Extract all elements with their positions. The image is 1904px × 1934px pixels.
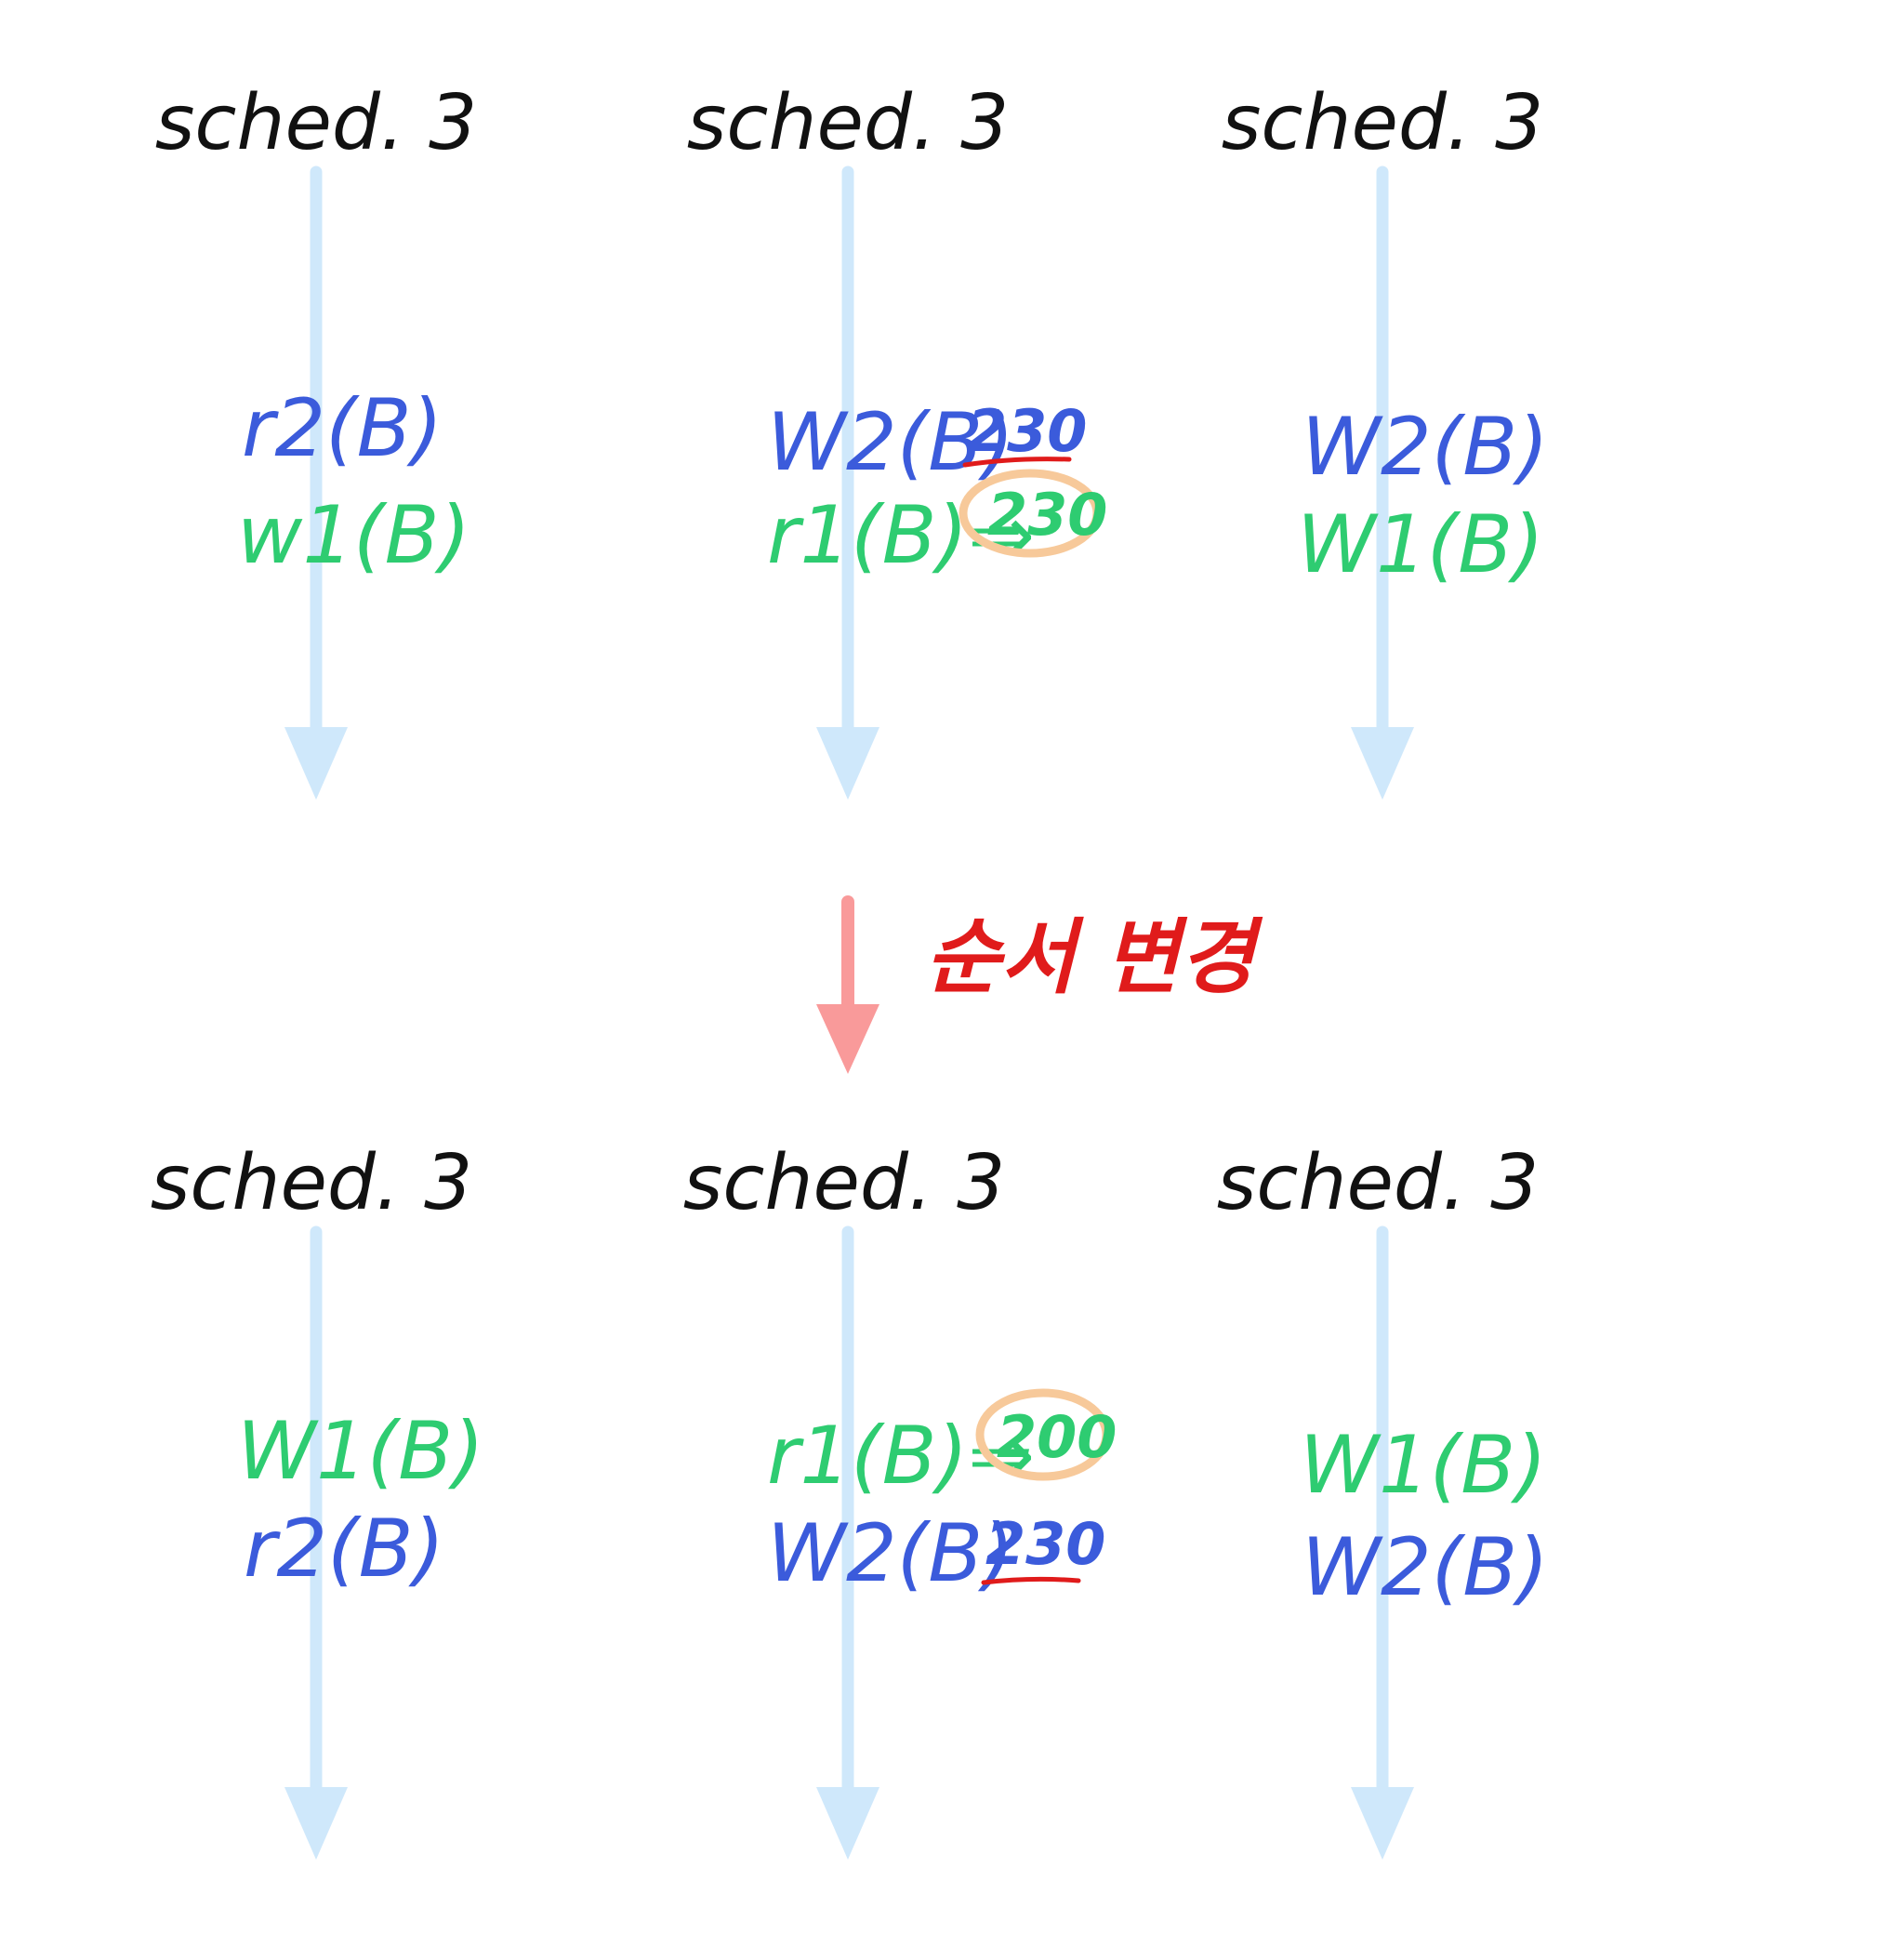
operation-label: W2(B) xyxy=(1302,401,1549,494)
schedule-title: sched. 3 xyxy=(683,1139,1006,1227)
top-schedule-1: sched. 3 r2(B) w1(B) xyxy=(155,79,478,800)
schedule-title: sched. 3 xyxy=(1222,79,1544,167)
schedule-title: sched. 3 xyxy=(687,79,1010,167)
bottom-schedule-2: sched. 3 r1(B)⇒ 200 W2(B) 230 xyxy=(683,1139,1117,1860)
bottom-schedule-1: sched. 3 W1(B) r2(B) xyxy=(151,1139,484,1860)
schedule-title: sched. 3 xyxy=(155,79,478,167)
operation-label: W2(B) xyxy=(767,396,1014,489)
timeline-arrow-head xyxy=(1351,1787,1414,1860)
highlight-circle xyxy=(959,469,1102,558)
bottom-schedule-3: sched. 3 W1(B) W2(B) xyxy=(1217,1139,1549,1860)
value-label: 200 xyxy=(997,1403,1117,1471)
operation-label: r2(B) xyxy=(244,1503,444,1596)
operation-label: W1(B) xyxy=(237,1405,484,1498)
schedule-title: sched. 3 xyxy=(151,1139,473,1227)
operation-label: w1(B) xyxy=(237,489,470,582)
operation-label: W1(B) xyxy=(1300,1419,1547,1512)
order-change-label: 순서 변경 xyxy=(925,909,1263,1005)
operation-label: W2(B) xyxy=(767,1507,1014,1600)
value-label: 230 xyxy=(967,397,1087,465)
operation-label: r1(B)⇒ xyxy=(767,489,1035,582)
operation-label: W1(B) xyxy=(1297,498,1544,591)
timeline-arrow-head xyxy=(816,1787,879,1860)
schedule-title: sched. 3 xyxy=(1217,1139,1540,1227)
operation-label: r1(B)⇒ xyxy=(767,1410,1035,1503)
top-schedule-3: sched. 3 W2(B) W1(B) xyxy=(1222,79,1549,800)
timeline-arrow-head xyxy=(816,727,879,800)
timeline-arrow-head xyxy=(284,1787,348,1860)
underline-mark xyxy=(981,1576,1081,1585)
value-label: 230 xyxy=(985,1510,1105,1578)
underline-mark xyxy=(962,457,1072,468)
operation-label: W2(B) xyxy=(1302,1521,1549,1614)
timeline-arrow-head xyxy=(284,727,348,800)
top-schedule-2: sched. 3 W2(B) 230 r1(B)⇒ 230 xyxy=(687,79,1107,800)
timeline-arrow-head xyxy=(1351,727,1414,800)
value-label: 230 xyxy=(987,481,1107,549)
change-arrow-head xyxy=(816,1004,879,1074)
highlight-circle xyxy=(975,1388,1111,1481)
operation-label: r2(B) xyxy=(242,382,443,475)
order-change-indicator: 순서 변경 xyxy=(816,895,1263,1074)
